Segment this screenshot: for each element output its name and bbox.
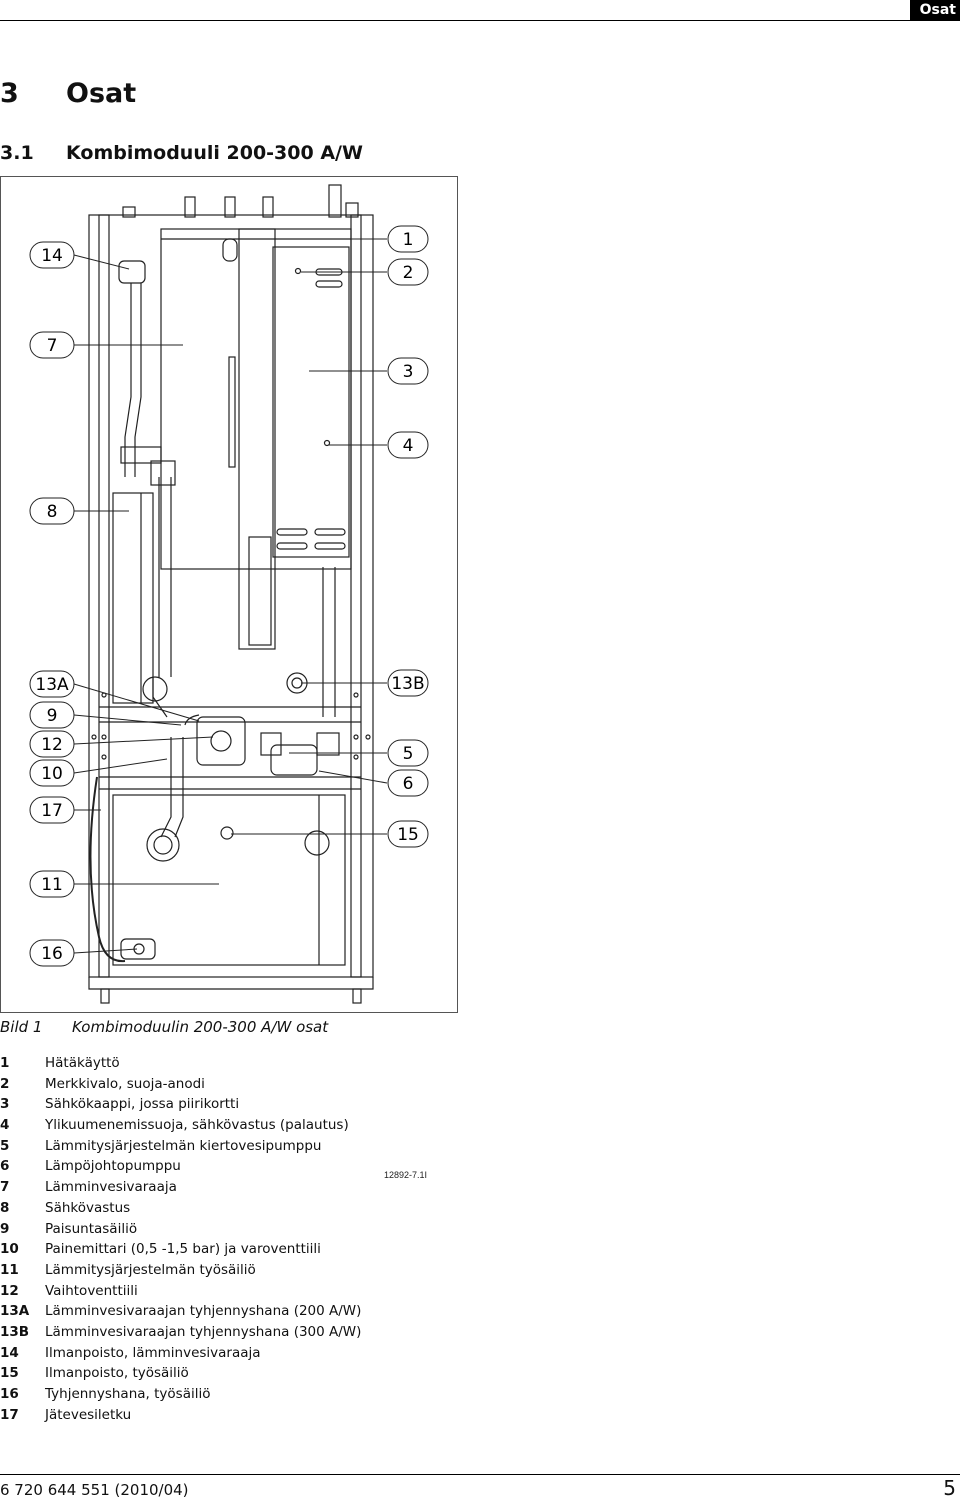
air-vent-14	[118, 260, 146, 284]
drain-valve-16	[120, 938, 156, 960]
callout-label: 10	[41, 764, 63, 784]
caption-text: Kombimoduulin 200-300 A/W osat	[72, 1018, 329, 1036]
right-frame-post	[350, 214, 362, 978]
circulation-pump-5	[196, 716, 246, 766]
callout-label: 16	[41, 944, 63, 964]
caption-label: Bild 1	[0, 1018, 43, 1036]
cabinet-frame	[88, 214, 374, 978]
section-number: 3.1	[0, 142, 34, 164]
callout-label: 12	[41, 735, 63, 755]
callout-label: 5	[403, 744, 414, 764]
buffer-tank	[112, 794, 346, 966]
callout-label: 8	[47, 502, 58, 522]
callout-label: 15	[397, 825, 419, 845]
section-heading: 3.1 Kombimoduuli 200-300 A/W	[0, 142, 363, 164]
unit-drawing: 14 7 8 13A 9 12 10 17 11 16 1 2 3 4 13B …	[29, 184, 429, 1004]
technical-figure: 14 7 8 13A 9 12 10 17 11 16 1 2 3 4 13B …	[0, 176, 458, 1180]
callout-label: 14	[41, 246, 63, 266]
heat-pump-6	[270, 744, 318, 776]
callout-label: 11	[41, 875, 63, 895]
section-title: Kombimoduuli 200-300 A/W	[66, 142, 363, 164]
callouts-left: 14 7 8 13A 9 12 10 17 11 16	[29, 241, 75, 967]
callouts-right: 1 2 3 4 13B 5 6 15	[387, 225, 429, 848]
chapter-number: 3	[0, 78, 19, 109]
callout-label: 7	[47, 336, 58, 356]
callout-label: 3	[403, 362, 414, 382]
callout-label: 4	[403, 436, 414, 456]
page-number: 5	[943, 1476, 956, 1500]
document-number: 6 720 644 551 (2010/04)	[0, 1481, 189, 1499]
chapter-heading: 3 Osat	[0, 78, 136, 109]
figure-code: 12892-7.1I	[384, 1170, 428, 1180]
header-bar: Osat	[0, 0, 960, 21]
left-frame-post	[98, 214, 110, 978]
chapter-title: Osat	[66, 78, 137, 109]
callout-label: 13A	[35, 675, 69, 695]
callout-label: 17	[41, 801, 63, 821]
figure-caption: Bild 1 Kombimoduulin 200-300 A/W osat	[0, 1018, 328, 1036]
immersion-heater	[112, 492, 154, 704]
callout-label: 2	[403, 263, 414, 283]
callout-label: 6	[403, 774, 414, 794]
callout-label: 9	[47, 706, 58, 726]
electrical-cabinet	[272, 246, 350, 558]
section-tab: Osat	[909, 0, 960, 20]
footer-rule	[0, 1474, 960, 1475]
water-heater-tank	[160, 228, 352, 570]
callout-label: 1	[403, 230, 414, 250]
callout-label: 13B	[391, 674, 424, 694]
drain-valve-13a	[142, 676, 168, 702]
